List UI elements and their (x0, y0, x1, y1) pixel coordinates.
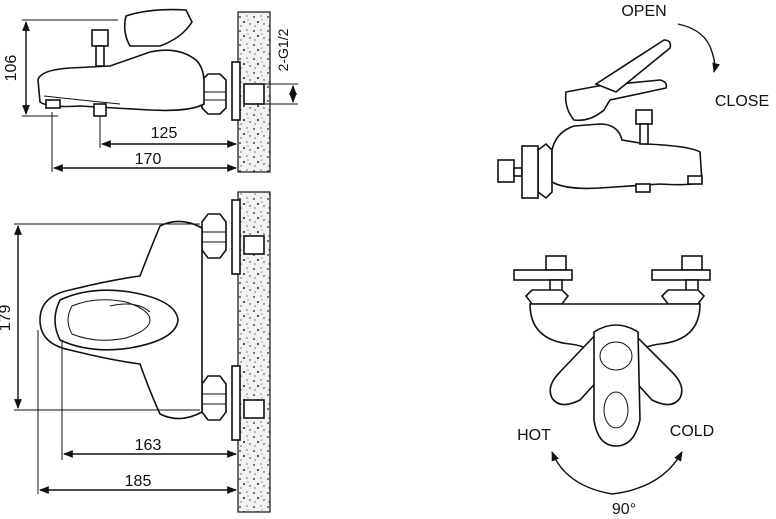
lever-handle (54, 289, 179, 351)
close-label: CLOSE (715, 93, 769, 110)
hex-nut (660, 289, 706, 305)
top-inner-length-label: 163 (135, 437, 162, 454)
top-width-label: 179 (0, 305, 14, 332)
lever-handle (123, 8, 193, 47)
side-inner-length-label: 125 (151, 125, 178, 142)
cold-label: COLD (670, 423, 714, 440)
thread-size-label: 2-G1/2 (275, 28, 291, 71)
hex-nut (537, 142, 553, 200)
side-outer-length-label: 170 (135, 151, 162, 168)
lever-closed-position (564, 79, 668, 122)
open-close-arrow (677, 23, 720, 73)
open-label: OPEN (621, 3, 666, 20)
side-view: 106 2-G1/2 125 170 (3, 8, 298, 173)
rotation-arrow (551, 451, 683, 495)
hex-nut (201, 73, 227, 115)
diverter-knob (635, 109, 653, 125)
top-view: 179 163 185 (0, 191, 271, 513)
hex-nut (201, 213, 227, 259)
hex-nut (201, 375, 227, 421)
side-height-label: 106 (3, 55, 20, 82)
shower-outlet (93, 103, 107, 117)
diverter-knob (91, 29, 109, 47)
temperature-control-view: HOT COLD 90° (513, 255, 714, 518)
lever-open-position (594, 39, 672, 93)
hot-label: HOT (517, 427, 551, 444)
inlet-fitting (243, 83, 265, 105)
lever-center-position (593, 324, 641, 447)
hex-nut (524, 289, 570, 305)
mixer-body (551, 123, 703, 190)
mixer-body (37, 49, 205, 112)
rotation-angle-label: 90° (612, 501, 636, 518)
top-outer-length-label: 185 (125, 473, 152, 490)
lever-operation-view: OPEN CLOSE (497, 3, 769, 200)
